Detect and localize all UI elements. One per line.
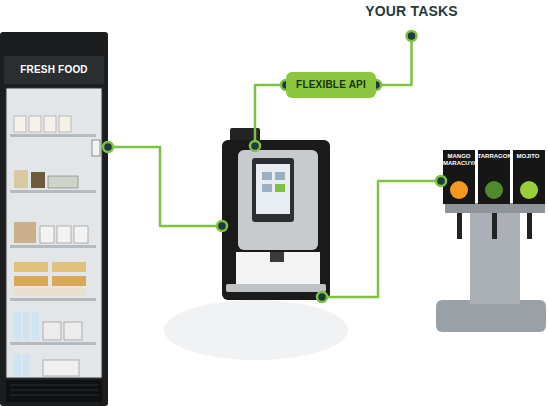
tarragon-picture — [485, 181, 503, 199]
coffee-machine — [222, 146, 330, 297]
fridge-shelves — [10, 134, 96, 345]
display-icon — [262, 184, 272, 192]
fridge-items — [14, 116, 100, 376]
connector-line — [108, 147, 222, 226]
tap-label — [478, 150, 510, 204]
fridge-grille-lines — [10, 385, 98, 395]
connector-dot — [103, 142, 113, 152]
mango-picture — [450, 181, 468, 199]
tap-label-text: MOJITO — [512, 153, 544, 160]
display-icon — [275, 172, 285, 180]
api-pill: FLEXIBLE API — [286, 72, 376, 98]
fridge-header — [4, 56, 104, 84]
connector-line — [376, 36, 412, 85]
dispenser-base — [436, 300, 546, 332]
floor-shadow — [164, 300, 348, 360]
fridge-glass — [6, 88, 102, 378]
coffee-machine-panel — [238, 150, 318, 250]
tap-bar — [445, 203, 545, 213]
connector — [250, 80, 291, 151]
dispenser-column — [470, 212, 520, 304]
dispense-area — [236, 252, 320, 284]
node-label: FLEXIBLE API — [296, 79, 366, 91]
connector — [371, 31, 417, 90]
tap — [457, 213, 462, 239]
display-icon — [275, 184, 285, 192]
tap-label — [443, 150, 475, 204]
coffee-machine-display — [256, 164, 290, 214]
spout — [270, 252, 284, 262]
fridge-grille — [6, 380, 102, 402]
drip-tray — [226, 284, 326, 292]
mojito-picture — [520, 181, 538, 199]
connector-line — [255, 85, 286, 146]
display-icon — [262, 172, 272, 180]
node-label: YOUR TASKS — [365, 3, 458, 20]
connector — [317, 176, 446, 302]
coffee-machine-screen — [252, 158, 294, 222]
task-endpoint: YOUR TASKS — [361, 3, 462, 36]
tap — [492, 213, 497, 239]
coffee-machine-body — [222, 140, 330, 300]
connector — [103, 142, 227, 231]
connector-dot — [436, 176, 446, 186]
connector-line — [322, 181, 441, 297]
connector-dot — [250, 141, 260, 151]
connector-dot — [217, 221, 227, 231]
fridge-body — [0, 32, 108, 406]
node-label: FRESH FOOD — [20, 56, 88, 84]
tap-label-text: MANGO MARACUYA — [443, 153, 475, 166]
drink-dispenser: MANGO MARACUYATARRAGONMOJITO — [441, 150, 546, 205]
tap — [527, 213, 532, 239]
tap-label-text: TARRAGON — [478, 153, 510, 160]
connector-dot — [317, 292, 327, 302]
connector-dot — [407, 31, 417, 41]
fridge: FRESH FOOD — [0, 32, 108, 406]
tap-label — [513, 150, 545, 204]
